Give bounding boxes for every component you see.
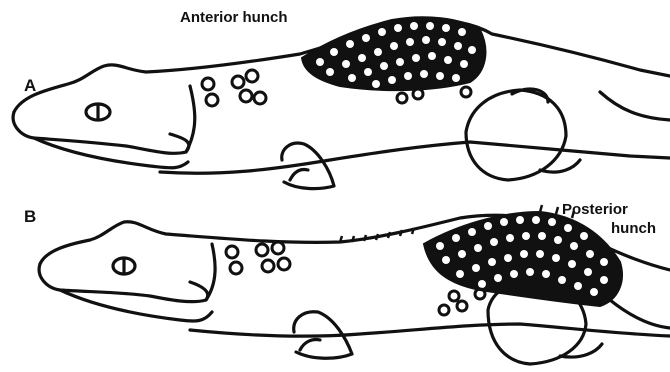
panel-a-label: A	[24, 76, 36, 96]
crocodile-a-anterior-scutes	[302, 17, 485, 90]
panel-b-label: B	[24, 207, 36, 227]
anterior-hunch-label: Anterior hunch	[180, 9, 288, 26]
crocodile-a-hind-leg	[466, 90, 566, 180]
crocodile-a-belly	[160, 142, 670, 173]
crocodile-b-belly	[190, 324, 670, 336]
posterior-hunch-label-line1: Posterior	[562, 201, 628, 218]
posterior-hunch-label-line2: hunch	[611, 220, 656, 237]
